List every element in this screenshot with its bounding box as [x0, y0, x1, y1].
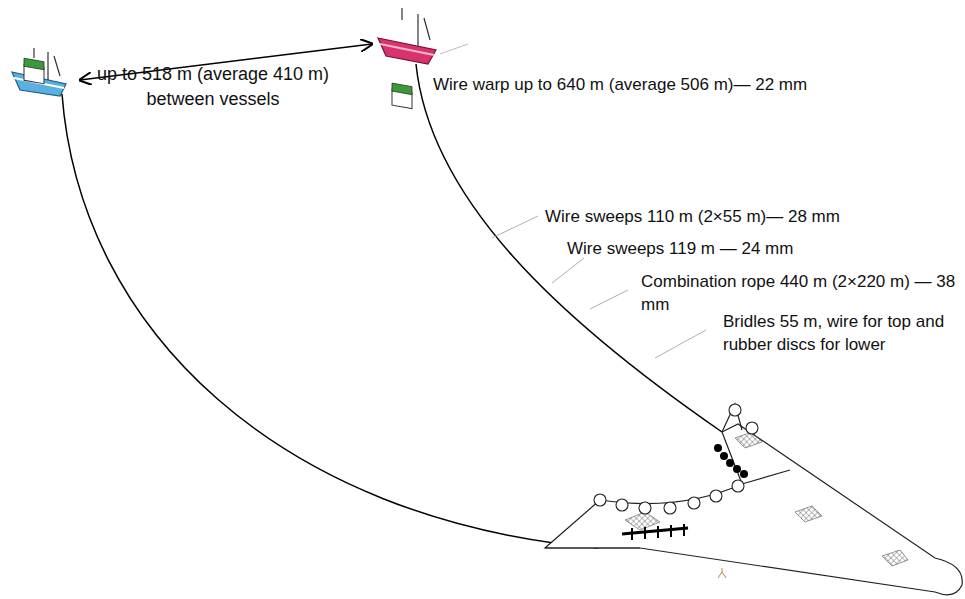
left-warp: [62, 94, 598, 548]
ground-rope: [622, 524, 688, 540]
sweep-label: Wire sweeps 110 m (2×55 m)— 28 mm: [545, 205, 840, 228]
warp-label: Wire warp up to 640 m (average 506 m)— 2…: [433, 73, 807, 96]
net-mesh: [625, 432, 908, 566]
sweep-label: Wire sweeps 119 m — 24 mm: [567, 237, 793, 260]
left-vessel: [12, 48, 66, 96]
rope-label: Combination rope 440 m (2×220 m) — 38 mm: [641, 270, 959, 317]
vessel-distance: up to 518 m (average 410 m) between vess…: [74, 62, 352, 112]
floats: [594, 404, 758, 514]
rubber-discs: [714, 444, 748, 478]
trawl-net: [545, 404, 962, 595]
seabed-creature: [718, 568, 726, 578]
bridle-label: Bridles 55 m, wire for top and rubber di…: [723, 310, 959, 357]
